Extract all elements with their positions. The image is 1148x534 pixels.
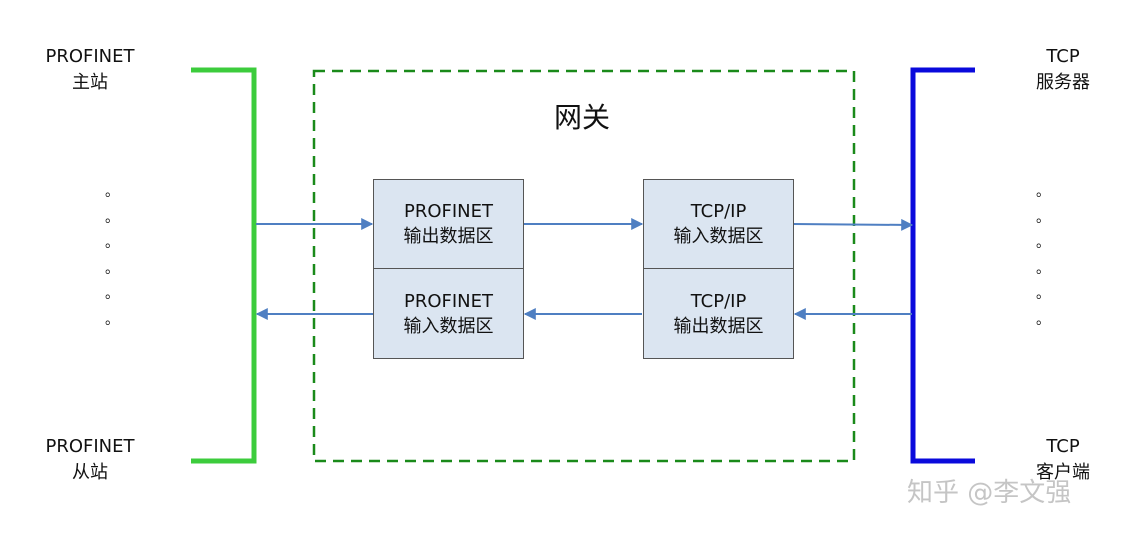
arrow-tcp-input-to-bus [792,218,914,231]
zhihu-watermark: 知乎 @李文强 [907,478,1072,508]
gateway-border [312,69,856,463]
gateway-title: 网关 [554,101,611,134]
profinet-master-label: PROFINET 主站 [45,46,135,93]
tcp-input-area: TCP/IP 输入数据区 [643,179,794,269]
left-ellipsis: 。 。 。 。 。 。 [105,184,119,328]
tcp-client-label: TCP 客户端 [1036,436,1090,483]
tcp-bus [910,67,975,464]
right-ellipsis: 。 。 。 。 。 。 [1036,184,1050,328]
tcp-output-area: TCP/IP 输出数据区 [643,268,794,359]
profinet-bus [191,67,257,464]
profinet-input-area: PROFINET 输入数据区 [373,268,524,359]
tcp-server-label: TCP 服务器 [1036,46,1090,93]
profinet-slave-label: PROFINET 从站 [45,436,135,483]
profinet-output-area: PROFINET 输出数据区 [373,179,524,269]
